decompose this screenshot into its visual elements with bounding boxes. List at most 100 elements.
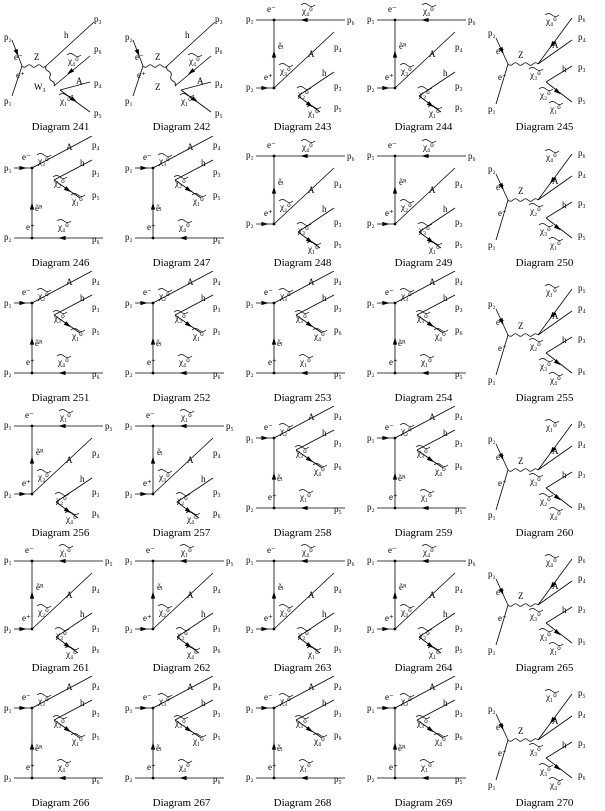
label-e-plus: e⁺ [268,762,277,772]
line-z [142,64,168,68]
label-in2: p₁ [488,240,496,250]
arrow-out1 [549,581,556,589]
arrow-out2 [188,68,196,75]
label-chi-a: χ₃⁰ [37,156,49,166]
label-w: Z [155,82,161,92]
label-e-plus: e⁺ [389,492,398,502]
label-ph: p₃ [213,707,221,717]
label-in1: p₂ [125,32,133,42]
label-propagator: ẽₗ [277,338,283,348]
arrow-chi-c [63,726,71,733]
line-A [394,676,456,709]
line-out1 [166,21,216,67]
label-e1: e⁻ [14,52,23,62]
label-e2: e⁻ [498,343,507,353]
label-h: h [322,609,327,619]
label-h: h [443,428,448,438]
label-A: A [308,682,315,692]
arrow-chi-c [553,764,561,771]
label-chi-a: χ₃⁰ [37,696,49,706]
line-h [297,71,335,97]
label-chi-a: χ₃⁰ [529,70,541,80]
line-out3 [180,81,212,91]
label-bot-in: p₂ [4,367,12,377]
label-e-plus: e⁺ [385,208,394,218]
label-h: h [562,470,567,480]
line-A [537,175,573,201]
label-in2: p₁ [4,96,12,106]
label-bot-in: p₂ [125,623,133,633]
label-h: h [562,200,567,210]
diagram-caption: Diagram 258 [273,527,332,539]
label-propagator: ẽₗ [277,743,283,753]
label-top-in: p₁ [367,555,375,565]
arrow-bot-out [58,775,66,781]
label-h: h [443,293,448,303]
label-e-minus: e⁻ [22,692,31,702]
label-top-chi: χ₄⁰ [301,547,313,557]
diagram-caption: Diagram 270 [515,797,574,809]
label-chi-c: χ₁⁰ [192,196,204,206]
label-A: A [552,40,559,50]
label-ph: p₃ [578,62,586,72]
vertex-bottom [151,492,155,496]
line-out1 [537,423,573,471]
label-top-in: p₁ [125,703,133,713]
label-top-in: p₁ [246,555,254,565]
arrow-top-in [19,165,27,171]
label-chi-a: χ₂⁰ [279,426,291,436]
label-chi-c: χ₄⁰ [434,466,446,476]
label-e2: e⁺ [137,70,146,80]
vertex-top [30,301,34,305]
label-top-chi: χ₄⁰ [422,6,434,16]
label-A: A [308,590,315,600]
arrow-in1 [498,317,504,326]
arrow-bot-in [19,491,27,497]
label-bot-in: p₂ [125,488,133,498]
label-s1: h [185,30,190,40]
label-A: A [187,277,194,287]
label-top-in: p₁ [246,703,254,713]
label-pc: p₆ [455,460,463,470]
label-out1: p₆ [578,12,586,22]
label-chi-c-tilde [64,511,80,515]
label-top-chi: χ₄⁰ [545,557,557,567]
label-chi-b: χ₂⁰ [55,495,67,505]
vertex-bottom [272,86,276,90]
label-chi-a: χ₂⁰ [158,607,170,617]
label-propagator: ẽᴿ [398,338,406,348]
label-pA: p₄ [578,573,586,583]
label-pc: p₅ [334,643,342,653]
arrow-out1 [549,446,556,454]
label-pA: p₄ [92,140,100,150]
label-chi-c-tilde [433,463,449,467]
label-chi-a: χ₃⁰ [529,611,541,621]
label-e-minus: e⁻ [25,545,34,555]
label-bot-out: p₅ [455,774,463,784]
label-bot-in: p₂ [4,232,12,242]
arrow-propagator [150,591,156,599]
label-top-chi-tilde [179,409,195,413]
arrow-chi-c [553,629,561,636]
label-chi-c-tilde [185,511,201,515]
line-A [273,167,335,225]
label-ph: p₃ [213,487,221,497]
line-A [537,39,573,65]
arrow-propagator [271,742,277,750]
label-top-out: p₅ [105,421,113,431]
arrow-top-out [300,558,308,564]
label-chi-a-tilde [278,693,294,697]
label-z: Z [34,52,40,62]
label-pA: p₄ [455,178,463,188]
label-z: Z [518,321,524,331]
line-h [418,207,456,233]
diagram-caption: Diagram 245 [515,121,574,133]
